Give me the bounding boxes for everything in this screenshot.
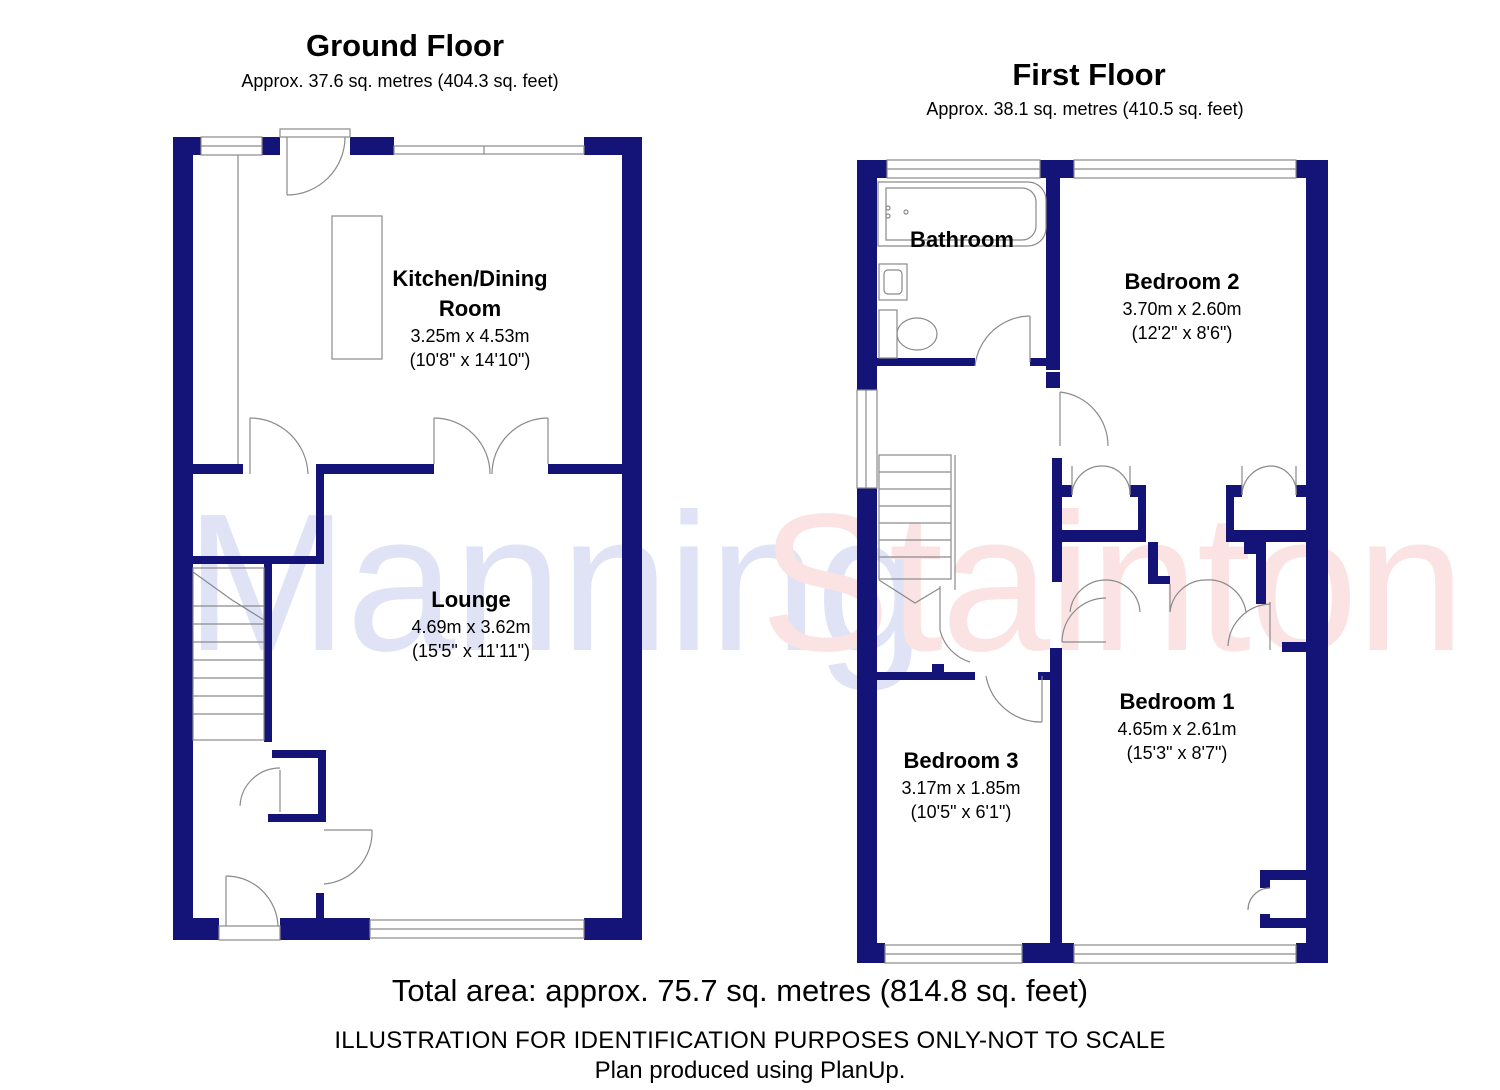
ground-floor-plan <box>173 137 642 940</box>
room-dim-metric: 3.25m x 4.53m <box>410 326 530 346</box>
room-dim-metric: 4.65m x 2.61m <box>1117 719 1237 739</box>
ff-wall-wardrobe-k <box>1282 642 1308 652</box>
ff-wall-cupboard-d <box>1260 918 1306 928</box>
ff-window-landing <box>856 389 878 489</box>
first-floor-area: Approx. 38.1 sq. metres (410.5 sq. feet) <box>926 99 1244 119</box>
ff-wall-right <box>1306 160 1328 963</box>
room-dim-imperial: (15'3" x 8'7") <box>1126 743 1228 763</box>
ff-wall-bed3-stub <box>932 664 944 674</box>
gf-wall-top-a <box>173 137 201 155</box>
gf-wall-cupboard-r <box>318 750 326 822</box>
disclaimer: ILLUSTRATION FOR IDENTIFICATION PURPOSES… <box>334 1027 1166 1054</box>
ff-wall-spine-b <box>1052 542 1062 582</box>
gf-wall-left <box>173 137 193 940</box>
ff-wall-wardrobe-h <box>1148 576 1170 584</box>
ff-wall-left-a <box>857 160 877 390</box>
ff-wall-bath-right <box>1046 170 1060 370</box>
ff-stairs <box>878 454 952 580</box>
ff-basin <box>878 263 908 301</box>
ff-wall-bottom-b <box>1022 943 1074 963</box>
ff-wall-spine-a <box>1052 458 1062 530</box>
gf-wall-bottom-a <box>173 918 219 940</box>
room-label-bedroom-1: Bedroom 1 4.65m x 2.61m (15'3" x 8'7") <box>1117 687 1236 765</box>
ground-floor-area: Approx. 37.6 sq. metres (404.3 sq. feet) <box>241 71 559 91</box>
gf-wall-cupboard-t <box>272 750 326 758</box>
room-dim-imperial: (15'5" x 11'11") <box>411 641 531 661</box>
ff-bath <box>877 181 1047 247</box>
gf-wall-top-c <box>350 137 394 155</box>
room-name: Bedroom 3 <box>903 748 1019 773</box>
ff-wall-bed2-bottom-b <box>1226 530 1308 542</box>
first-floor-plan <box>857 160 1328 963</box>
ff-toilet-cistern <box>878 309 898 359</box>
ff-wall-bed3-top <box>877 672 975 680</box>
ff-wall-spine-c <box>1050 648 1062 948</box>
total-area: Total area: approx. 75.7 sq. metres (814… <box>391 973 1089 1008</box>
gf-patio-doors <box>393 145 585 155</box>
room-dim-metric: 4.69m x 3.62m <box>411 617 531 637</box>
ff-wall-wardrobe-a <box>1060 485 1072 497</box>
gf-wall-mid-a <box>173 464 243 474</box>
ff-wall-bed2-bottom-a <box>1052 530 1146 542</box>
ff-wall-bed3-stub2 <box>1038 672 1052 680</box>
ff-wall-cupboard-a <box>1260 870 1306 880</box>
watermark-stainton: Stainton <box>760 473 1465 692</box>
room-name: Bathroom <box>910 227 1014 252</box>
room-dim-metric: 3.17m x 1.85m <box>901 778 1021 798</box>
gf-wall-stair-v <box>264 564 272 742</box>
gf-wall-right <box>622 137 642 940</box>
ff-wall-wardrobe-c <box>1138 485 1146 530</box>
ff-wall-bath-bottom <box>877 358 975 366</box>
gf-wall-top-d <box>584 137 642 155</box>
gf-kitchen-island <box>331 215 383 360</box>
gf-wall-bottom-c <box>584 918 642 940</box>
room-dim-imperial: (10'8" x 14'10") <box>409 350 531 370</box>
ff-wall-wardrobe-f <box>1296 485 1308 497</box>
gf-wall-hall-h <box>193 556 324 564</box>
room-label-lounge: Lounge 4.69m x 3.62m (15'5" x 11'11") <box>411 585 530 663</box>
room-dim-metric: 3.70m x 2.60m <box>1122 299 1242 319</box>
ff-wall-wardrobe-e <box>1226 485 1234 530</box>
first-floor-fixtures <box>856 159 1297 964</box>
ground-floor-fixtures <box>192 128 585 941</box>
ff-wall-top-c <box>1296 160 1328 178</box>
ff-wall-bottom-c <box>1296 943 1328 963</box>
credit: Plan produced using PlanUp. <box>594 1057 906 1084</box>
room-dim-imperial: (12'2" x 8'6") <box>1131 323 1233 343</box>
room-label-bedroom-3: Bedroom 3 3.17m x 1.85m (10'5" x 6'1") <box>901 746 1020 824</box>
ground-floor-title: Ground Floor <box>305 28 505 63</box>
room-name: Lounge <box>431 587 511 612</box>
gf-wall-top-b <box>262 137 280 155</box>
ff-wall-bath-stub <box>1030 358 1060 366</box>
gf-wall-cupboard-b <box>268 814 326 822</box>
room-name: Kitchen/Dining <box>392 266 548 291</box>
room-name: Bedroom 2 <box>1124 269 1240 294</box>
room-label-kitchen-dining: Kitchen/Dining Room 3.25m x 4.53m (10'8"… <box>392 264 547 372</box>
gf-wall-porch <box>316 893 324 923</box>
room-name: Bedroom 1 <box>1119 689 1235 714</box>
first-floor-title: First Floor <box>1012 57 1166 92</box>
watermark-manning: Manning <box>185 473 925 692</box>
gf-wall-mid-b <box>316 464 434 474</box>
gf-wall-mid-c <box>548 464 642 474</box>
room-label-bedroom-2: Bedroom 2 3.70m x 2.60m (12'2" x 8'6") <box>1122 267 1241 345</box>
gf-stairs <box>192 567 265 741</box>
ff-toilet <box>896 317 938 351</box>
room-label-bathroom: Bathroom <box>910 225 1014 255</box>
room-name: Room <box>438 296 502 321</box>
room-dim-imperial: (10'5" x 6'1") <box>910 802 1012 822</box>
ff-wall-bath-stub2 <box>1046 372 1060 388</box>
ff-wall-left-b <box>857 488 877 963</box>
ff-wall-top-a <box>857 160 887 178</box>
ff-wall-cupboard-b <box>1260 870 1270 888</box>
gf-wall-hall-v <box>316 464 324 564</box>
gf-wall-bottom-b <box>280 918 370 940</box>
ff-wall-wardrobe-j <box>1256 542 1266 604</box>
ff-wall-bottom-a <box>857 943 885 963</box>
ff-wall-wardrobe-g <box>1148 542 1158 584</box>
